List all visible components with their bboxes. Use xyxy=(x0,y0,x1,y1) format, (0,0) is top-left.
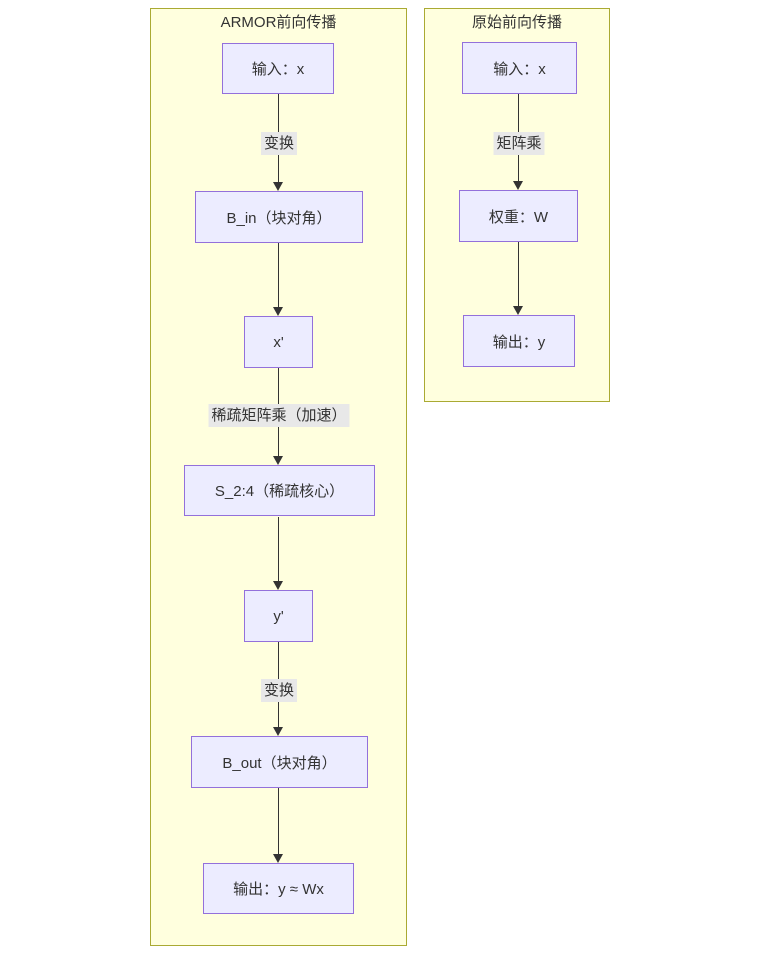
node-armor-output: 输出：y ≈ Wx xyxy=(203,863,354,914)
cluster-original-title: 原始前向传播 xyxy=(471,14,562,31)
node-original-input: 输入：x xyxy=(462,42,577,94)
node-armor-b-in: B_in（块对角） xyxy=(195,191,363,243)
node-original-weight: 权重：W xyxy=(459,190,578,242)
cluster-original-forward: 原始前向传播 矩阵乘 输入：x 权重：W 输出：y xyxy=(424,8,610,402)
node-original-output: 输出：y xyxy=(463,315,575,367)
node-armor-s-2-4: S_2:4（稀疏核心） xyxy=(184,465,375,516)
edge-label-sparse-matmul: 稀疏矩阵乘（加速） xyxy=(208,404,350,427)
arrow-down-icon xyxy=(273,307,283,316)
arrow-down-icon xyxy=(513,181,523,190)
edge-s24-to-yprime xyxy=(278,517,279,581)
edge-label-transform-out: 变换 xyxy=(260,679,298,702)
cluster-armor-forward: ARMOR前向传播 变换 稀疏矩阵乘（加速） 变换 输入：x B_in（块对角）… xyxy=(150,8,407,946)
node-armor-x-prime: x' xyxy=(244,316,313,368)
node-armor-y-prime: y' xyxy=(244,590,313,642)
edge-bin-to-xprime xyxy=(278,243,279,307)
arrow-down-icon xyxy=(273,581,283,590)
node-armor-b-out: B_out（块对角） xyxy=(191,736,368,788)
edge-bout-to-output xyxy=(278,788,279,854)
node-armor-input: 输入：x xyxy=(222,43,334,94)
arrow-down-icon xyxy=(273,456,283,465)
arrow-down-icon xyxy=(513,306,523,315)
arrow-down-icon xyxy=(273,727,283,736)
arrow-down-icon xyxy=(273,182,283,191)
edge-label-matmul: 矩阵乘 xyxy=(493,132,545,155)
arrow-down-icon xyxy=(273,854,283,863)
cluster-armor-title: ARMOR前向传播 xyxy=(220,14,337,31)
edge-label-transform-in: 变换 xyxy=(260,132,298,155)
edge-weight-to-output xyxy=(518,242,519,306)
